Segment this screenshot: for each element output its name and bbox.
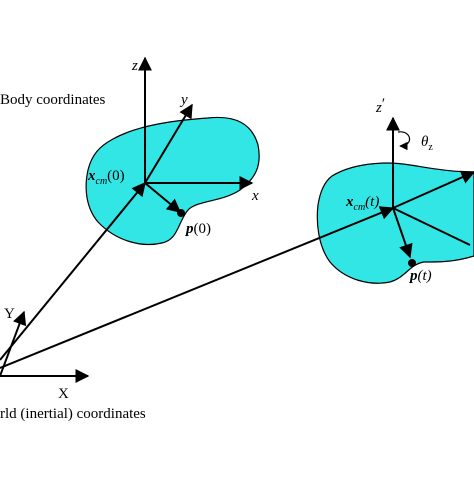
point-vector-initial: [144, 182, 182, 213]
body0-y-axis: [144, 103, 193, 184]
world-y-label: Y: [4, 306, 15, 322]
theta-z-label: θz: [421, 134, 433, 153]
xcm-moved-label: xcm(t): [345, 194, 379, 213]
xcm-initial-label: xcm(0): [87, 168, 125, 187]
world-x-label: X: [58, 386, 69, 402]
point-vector-moved: [392, 207, 413, 259]
point-p-moved: [408, 259, 416, 267]
world-coordinates-caption: rld (inertial) coordinates: [0, 406, 146, 422]
body0-y-label: y: [179, 92, 188, 108]
body1-axis-lower-right: [392, 207, 471, 246]
point-p-initial: [177, 209, 185, 217]
body1-z-label: z′: [375, 96, 385, 116]
rigid-body-moved: [316, 162, 474, 284]
p-moved-label: p(t): [408, 268, 432, 284]
body-coordinates-caption: Body coordinates: [0, 92, 106, 108]
position-vector-initial: [0, 181, 146, 361]
position-vector-moved: [0, 206, 395, 369]
body1-axis-right: [392, 170, 474, 209]
body0-z-label: z: [131, 58, 138, 74]
rotation-arrow-icon: [397, 131, 411, 151]
body0-x-label: x: [251, 188, 259, 204]
p-initial-label: p(0): [184, 221, 211, 237]
rigid-body-initial: [85, 116, 260, 246]
